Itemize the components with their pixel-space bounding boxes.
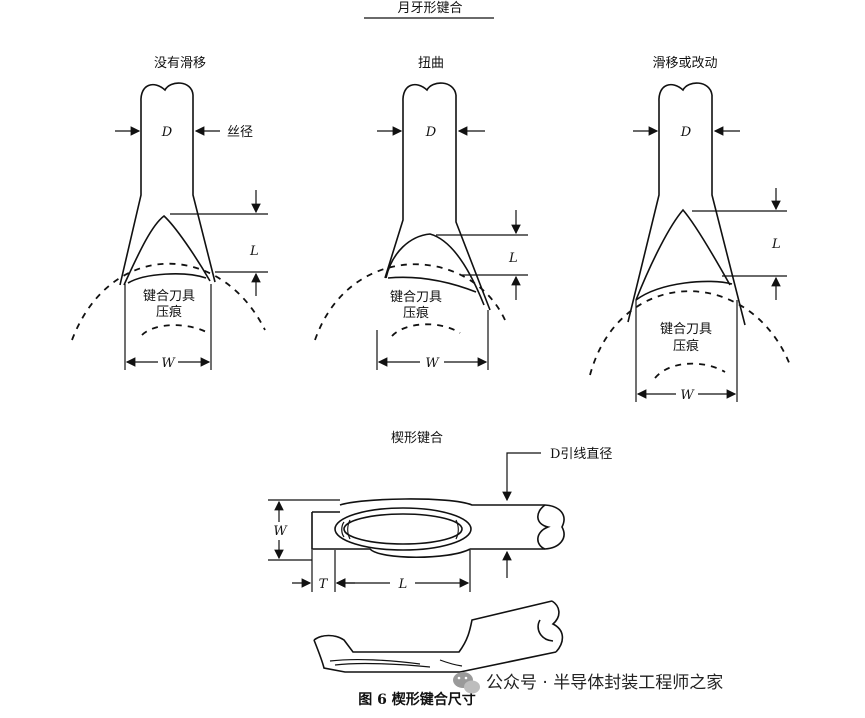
crescent-inner [123,214,211,286]
t-label: T [319,577,329,592]
wire-left-edge [119,102,142,286]
wire-left-edge [627,102,660,323]
tool-mark-label-line1: 键合刀具 [143,289,195,304]
tool-mark-line [334,662,431,668]
d-label: D [425,125,437,140]
crescent-base [387,276,477,293]
wedge-ellipse-inner [343,513,463,545]
tool-imprint-arc [391,323,461,337]
wire-break-right [544,504,565,550]
l-label: L [249,244,259,259]
side-wire-top [313,600,553,653]
wire-end [402,82,457,103]
w-label: W [161,356,176,371]
crescent-base [635,280,733,301]
panel-no-slip: 没有滑移 D 丝径 L 键合刀具 压痕 W [71,56,268,371]
l-label: L [398,577,408,592]
wire-right-edge [711,95,746,326]
header-title: 月牙形键合 [397,1,462,16]
crescent-base [127,273,207,284]
w-label: W [680,388,695,403]
wire-diameter-label: 丝径 [227,125,253,140]
d-label: D [680,125,692,140]
wire-bottom-edge-left [311,512,471,558]
l-label: L [771,237,781,252]
tool-mark-label-line2: 压痕 [403,305,429,321]
panel-title: 没有滑移 [154,56,206,71]
d-lead-label: D引线直径 [550,447,612,462]
tool-mark-line [455,519,459,540]
tool-mark-line [439,659,463,667]
bond-ball-outline [589,290,791,376]
panel-title: 扭曲 [418,56,444,71]
wedge-bond-diagram: 楔形键合 D引线直径 W T L [268,431,612,673]
side-wire-break [537,619,554,642]
crescent-inner [635,208,731,301]
bond-ball-outline [71,262,266,341]
wedge-ellipse-outer [334,507,472,551]
tool-mark-line [347,519,351,540]
wechat-icon [453,672,480,694]
wire-right-edge [455,95,491,311]
tool-imprint-arc [654,362,726,379]
l-label: L [508,251,518,266]
tool-mark-line [329,658,421,665]
bond-ball-outline [314,263,506,341]
wire-end [658,82,713,103]
panel-twisted: 扭曲 D L 键合刀具 压痕 W [314,56,528,371]
wechat-watermark: 公众号 · 半导体封装工程师之家 [453,672,723,694]
d-leader-line [502,452,541,502]
tool-imprint-arc [141,324,211,336]
tool-mark-label-line1: 键合刀具 [660,322,712,337]
panel-title: 滑移或改动 [652,56,717,71]
tool-mark-label-line2: 压痕 [156,304,182,320]
side-wire-end [551,600,564,653]
w-label: W [425,356,440,371]
crescent-inner [385,233,485,306]
tool-mark-label-line1: 键合刀具 [390,290,442,305]
wedge-title: 楔形键合 [391,431,443,446]
w-label: W [273,524,288,539]
wire-end [140,82,194,103]
tool-mark-line [341,521,345,538]
side-wire-bottom [313,639,557,673]
wire-top-edge [339,498,545,506]
wire-break-left [537,504,551,550]
panel-slipped: 滑移或改动 D L 键合刀具 压痕 W [589,56,791,403]
d-label: D [161,125,173,140]
wire-left-edge [384,102,404,279]
tool-mark-label-line2: 压痕 [673,338,699,354]
watermark-text: 公众号 · 半导体封装工程师之家 [486,673,723,693]
wire-right-edge [192,95,216,283]
figure-caption: 图 6 楔形键合尺寸 [358,691,476,708]
